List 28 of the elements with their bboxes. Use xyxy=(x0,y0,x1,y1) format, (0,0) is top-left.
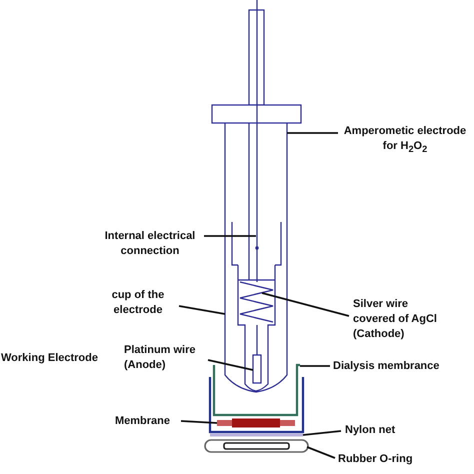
part-label: cup of the electrode xyxy=(100,288,176,318)
cathode-coil xyxy=(239,281,274,323)
leader-line xyxy=(300,365,330,367)
leader-line xyxy=(262,292,350,317)
part-label: Internal electrical connection xyxy=(100,229,200,259)
leader-line xyxy=(302,430,342,436)
leader-line xyxy=(180,420,218,424)
part-label: Amperometic electrode for H$_{2}$O$_{2}$ xyxy=(340,124,470,158)
part-label: Rubber O-ring xyxy=(338,452,438,467)
leader-line xyxy=(204,235,256,237)
dialysis-membrane xyxy=(212,364,300,416)
part-label: Membrane xyxy=(115,414,177,429)
o-ring xyxy=(204,439,309,453)
leader-line xyxy=(208,359,254,371)
electrode-cup xyxy=(224,264,288,393)
electrode-body xyxy=(211,0,302,282)
part-label: Silver wire covered of AgCl (Cathode) xyxy=(353,297,448,342)
part-label: Platinum wire (Anode) xyxy=(124,343,204,373)
leader-line xyxy=(306,446,336,459)
connection-wire xyxy=(255,0,259,282)
nylon-net xyxy=(210,434,303,436)
platinum-wire xyxy=(252,325,262,384)
electrode-label: Working Electrode xyxy=(1,351,98,366)
part-label: Nylon net xyxy=(345,423,425,438)
leader-line xyxy=(178,305,226,315)
part-label: Dialysis membrance xyxy=(333,359,463,374)
leader-line xyxy=(287,132,338,134)
membrane xyxy=(217,418,295,428)
